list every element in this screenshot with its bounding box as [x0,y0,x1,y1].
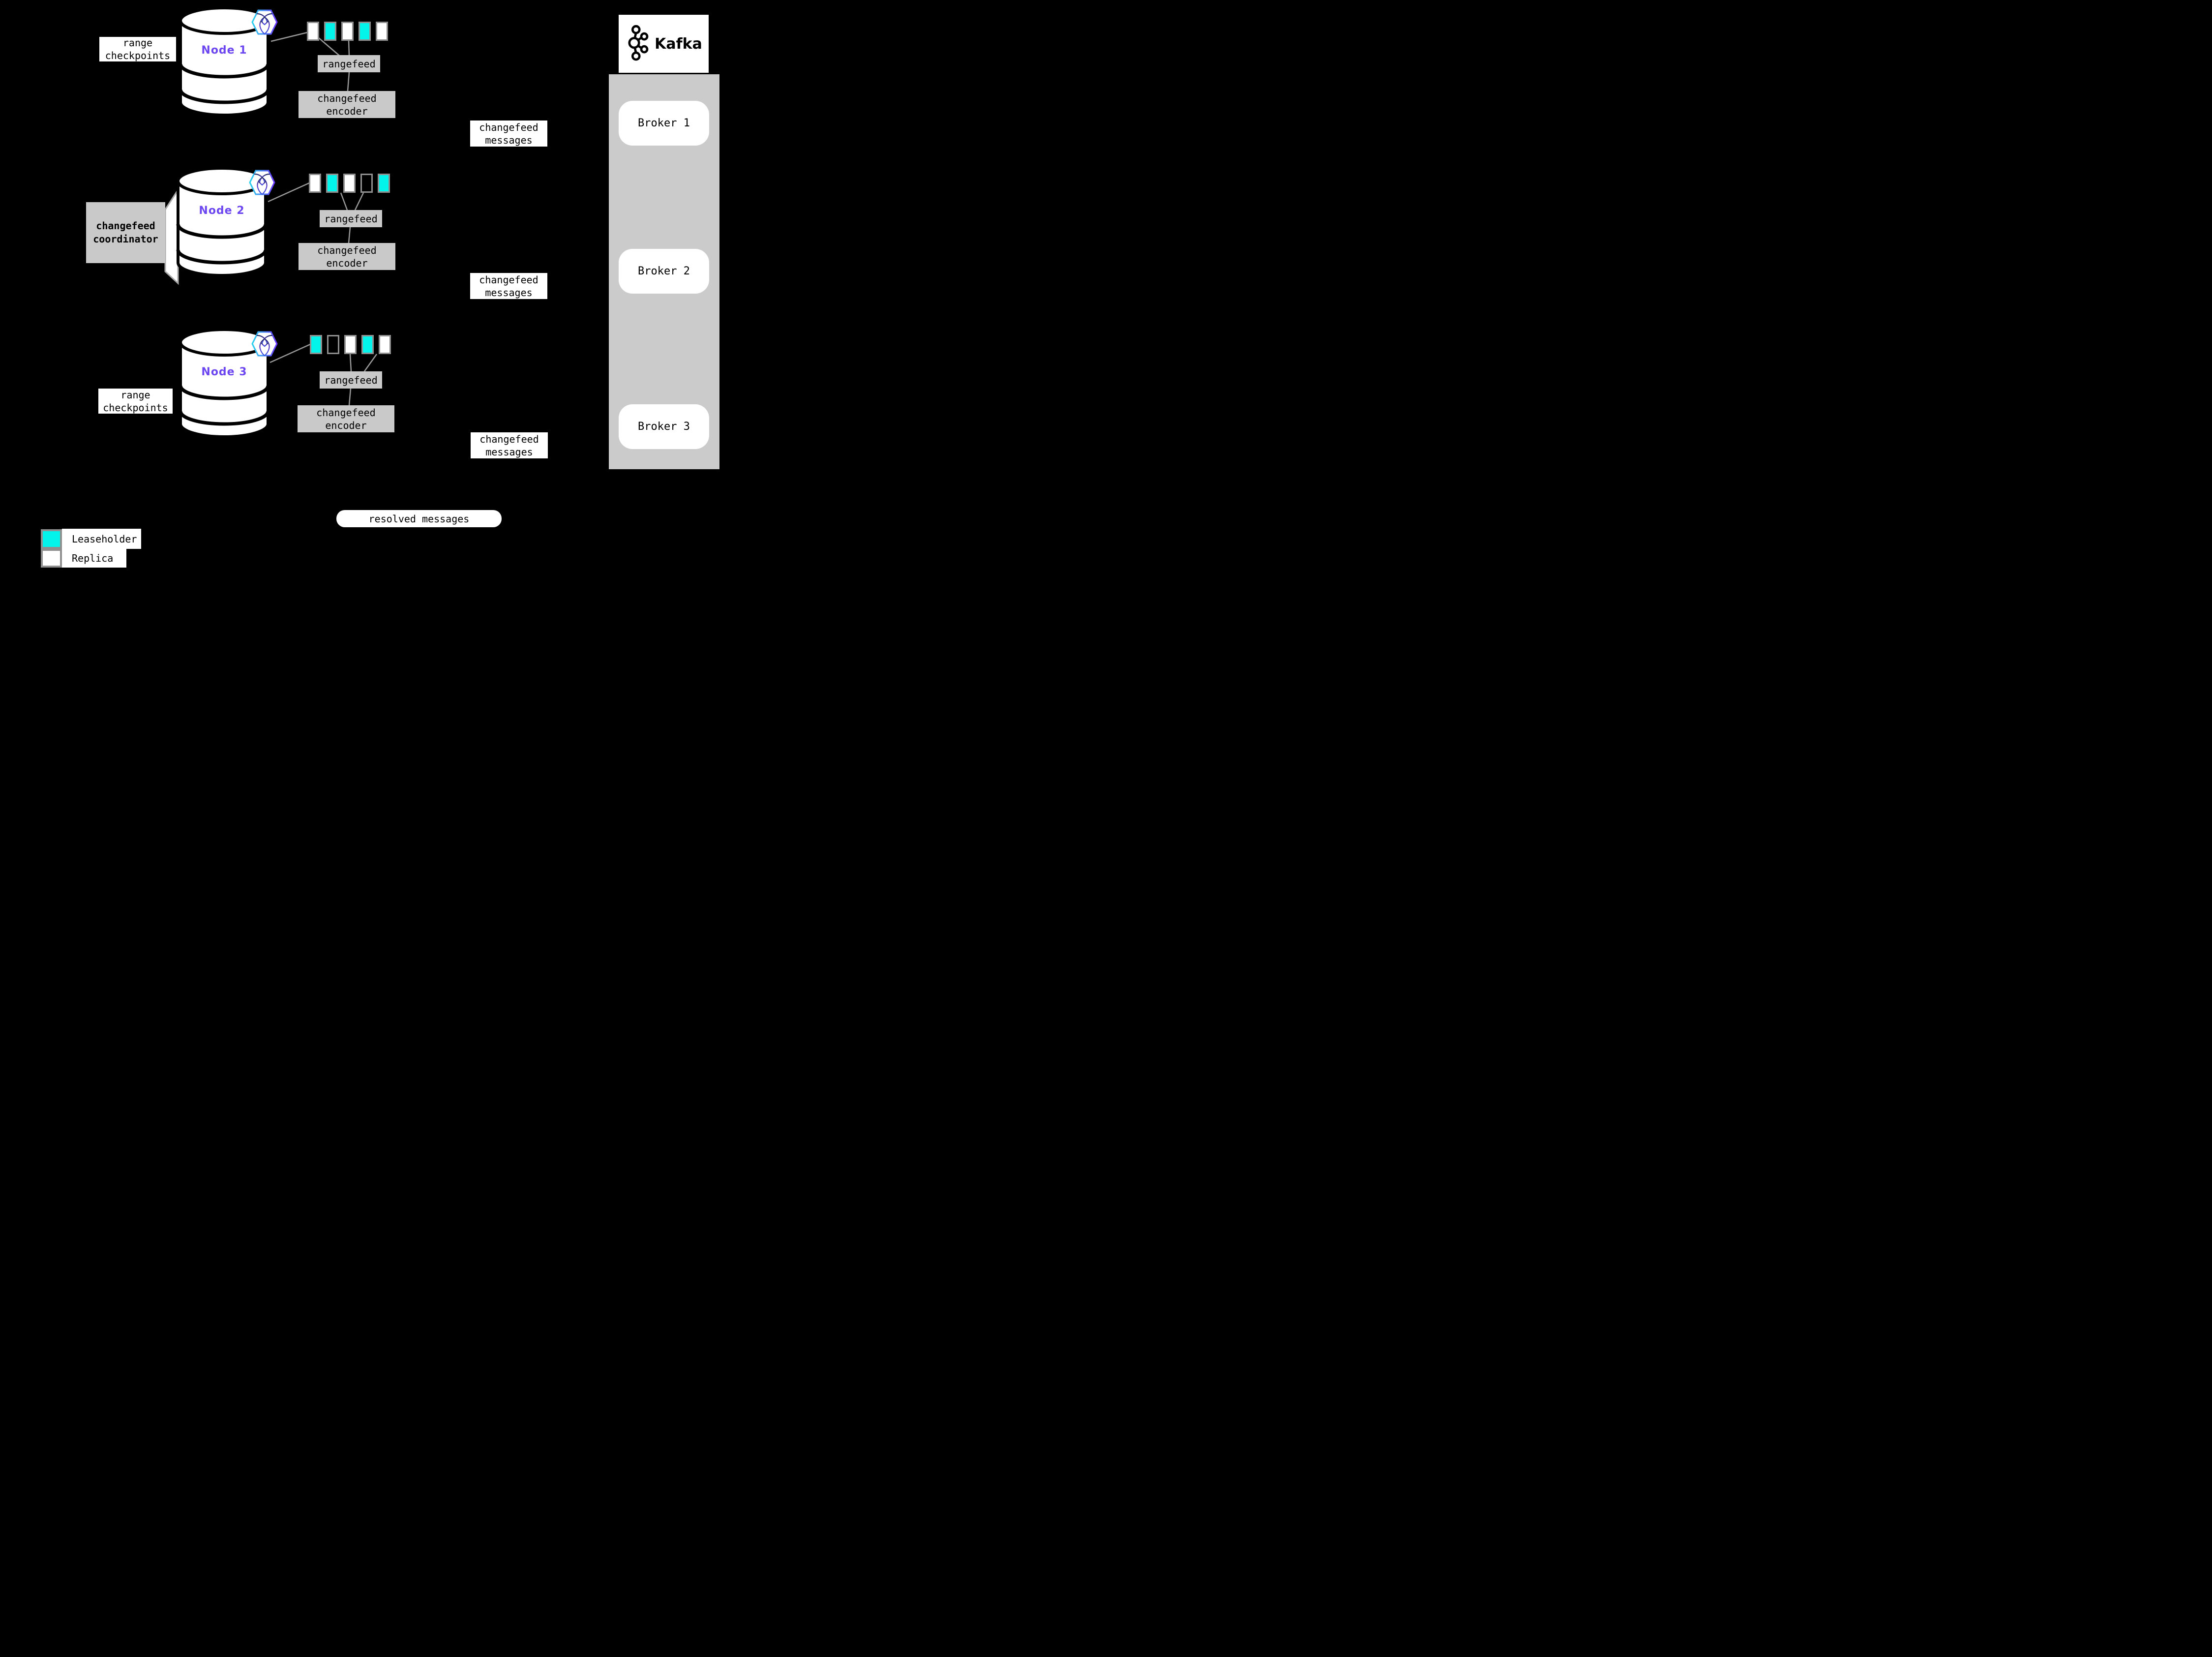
range-rect [309,174,321,193]
broker-1: Broker 1 [619,101,709,146]
kafka-wordmark: Kafka [655,35,702,53]
legend-leaseholder-label: Leaseholder [62,529,141,549]
changefeed-encoder-text: changefeed encoder [316,406,376,431]
node2-range-to-rangefeed-line2 [354,192,364,211]
node3-range-to-rangefeed-line [349,354,352,372]
changefeed-messages-text: changefeed messages [479,273,538,299]
node3-to-ranges-line [269,343,311,363]
changefeed-encoder-label-node3: changefeed encoder [298,405,394,432]
range-checkpoints-text: range checkpoints [103,389,168,414]
coordinator-flag-shape [164,187,179,285]
node2-rangefeed-to-encoder-line [348,227,351,243]
node1-rangefeed-to-encoder-line [347,72,350,91]
rangefeed-label-node1: rangefeed [318,55,380,72]
range-rect [359,22,371,41]
rangefeed-text: rangefeed [324,212,378,225]
broker-3: Broker 3 [619,404,709,449]
changefeed-messages-label-node1: changefeed messages [470,121,547,147]
range-rect [341,22,354,41]
range-rect [327,335,339,354]
broker-2: Broker 2 [619,249,709,294]
legend-leaseholder-swatch [41,529,62,549]
changefeed-encoder-label-node2: changefeed encoder [299,243,395,270]
node3-range-rects [310,335,391,354]
node2-to-ranges-line [268,182,310,203]
range-rect [324,22,336,41]
range-rect [310,335,322,354]
range-rect [326,174,338,193]
range-checkpoints-text: range checkpoints [105,37,171,61]
changefeed-encoder-label-node1: changefeed encoder [299,91,395,118]
rangefeed-text: rangefeed [324,374,378,386]
legend-leaseholder-text: Leaseholder [72,533,137,545]
broker-2-label: Broker 2 [638,265,690,277]
changefeed-architecture-diagram: range checkpoints Node 1 rangefeed chang… [0,0,771,577]
node1-cylinder [179,6,270,117]
node2-range-to-rangefeed-line [340,192,348,211]
node3-range-to-rangefeed-line2 [363,354,378,372]
range-checkpoints-label-node3: range checkpoints [98,389,173,414]
node1-to-ranges-line [270,31,308,42]
node2-cylinder [176,167,268,277]
changefeed-messages-text: changefeed messages [479,433,539,458]
range-checkpoints-label-node1: range checkpoints [99,37,176,61]
rangefeed-label-node2: rangefeed [320,210,382,227]
node1-range-rects [307,22,388,41]
changefeed-encoder-text: changefeed encoder [317,92,377,117]
node3-cylinder [179,328,270,438]
cockroachdb-icon [249,170,275,195]
range-rect [379,335,391,354]
changefeed-coordinator-text: changefeed coordinator [93,220,158,245]
kafka-logo-box: Kafka [619,15,709,73]
node1-label: Node 1 [201,44,247,57]
legend-replica-swatch [41,549,62,568]
cockroachdb-icon [251,331,278,357]
broker-1-label: Broker 1 [638,117,690,129]
node3-rangefeed-to-encoder-line [348,388,352,406]
resolved-messages-label: resolved messages [336,510,502,527]
node1-range-to-rangefeed-line [318,37,340,56]
legend-replica-label: Replica [62,549,126,568]
range-rect [307,22,319,41]
node2-range-rects [309,174,390,193]
legend-replica-text: Replica [72,552,114,564]
connector-lines [84,31,721,428]
node3-label: Node 3 [201,366,247,378]
rangefeed-label-node3: rangefeed [320,371,382,389]
changefeed-messages-text: changefeed messages [479,121,538,146]
changefeed-encoder-text: changefeed encoder [317,244,377,269]
range-rect [360,174,373,193]
range-rect [344,335,357,354]
cockroachdb-icon [251,9,278,35]
kafka-icon [628,25,649,61]
rangefeed-text: rangefeed [322,58,376,70]
node2-label: Node 2 [199,205,245,217]
range-rect [343,174,356,193]
broker-3-label: Broker 3 [638,421,690,433]
range-rect [361,335,374,354]
changefeed-messages-label-node3: changefeed messages [471,432,548,458]
changefeed-messages-label-node2: changefeed messages [470,273,547,299]
range-rect [376,22,388,41]
range-rect [378,174,390,193]
resolved-messages-text: resolved messages [368,512,470,525]
changefeed-coordinator-label: changefeed coordinator [86,202,165,263]
